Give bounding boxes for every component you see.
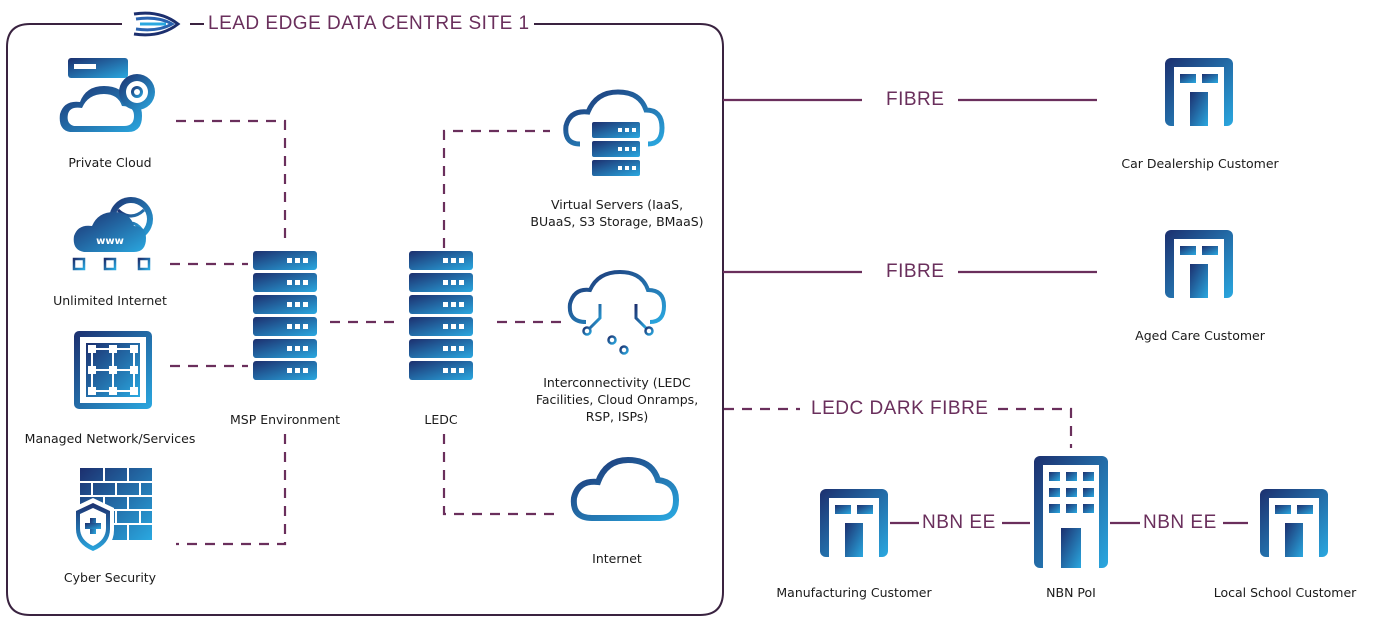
label-interconnectivity: Interconnectivity (LEDC Facilities, Clou… <box>535 375 699 424</box>
label-car-dealership: Car Dealership Customer <box>1121 156 1279 171</box>
label-local-school: Local School Customer <box>1213 585 1357 600</box>
private-cloud-gear-icon <box>59 58 155 132</box>
dark-fibre-label: LEDC DARK FIBRE <box>805 398 995 420</box>
www-network-icon: www <box>72 197 153 271</box>
cloud-circuit-icon <box>567 269 667 355</box>
label-msp-environment: MSP Environment <box>229 412 341 427</box>
firewall-shield-icon <box>72 468 152 556</box>
ledc-server-rack-icon <box>409 251 473 380</box>
site-title: LEAD EDGE DATA CENTRE SITE 1 <box>204 13 534 35</box>
internal-connectors <box>170 119 565 546</box>
label-cyber-security: Cyber Security <box>63 570 157 585</box>
dark-fibre-line <box>724 407 1073 448</box>
label-manufacturing: Manufacturing Customer <box>776 585 932 600</box>
fibre-lines <box>723 98 1248 525</box>
svg-text:www: www <box>96 236 124 247</box>
managed-network-grid-icon <box>74 331 152 409</box>
label-unlimited-internet: Unlimited Internet <box>53 293 167 308</box>
cloud-icon <box>570 456 680 521</box>
manufacturing-building-icon <box>820 489 888 557</box>
label-aged-care: Aged Care Customer <box>1135 328 1265 343</box>
label-ledc: LEDC <box>424 412 458 427</box>
msp-server-rack-icon <box>253 251 317 380</box>
fibre-label-2: FIBRE <box>880 261 951 283</box>
label-private-cloud: Private Cloud <box>68 155 152 170</box>
nbn-poi-building-icon <box>1034 456 1108 568</box>
car-dealership-building-icon <box>1165 58 1233 126</box>
label-nbn-poi: NBN PoI <box>1046 585 1096 600</box>
aged-care-building-icon <box>1165 230 1233 298</box>
label-virtual-servers: Virtual Servers (IaaS, BUaaS, S3 Storage… <box>530 197 704 229</box>
nbn-ee-label-right: NBN EE <box>1140 512 1220 534</box>
label-internet: Internet <box>592 551 642 566</box>
label-managed-network: Managed Network/Services <box>24 431 196 446</box>
nbn-ee-label-left: NBN EE <box>919 512 999 534</box>
site-boundary <box>6 23 724 616</box>
lead-edge-logo-icon <box>131 11 181 37</box>
local-school-building-icon <box>1260 489 1328 557</box>
cloud-server-icon <box>563 89 665 176</box>
fibre-label-1: FIBRE <box>880 89 951 111</box>
